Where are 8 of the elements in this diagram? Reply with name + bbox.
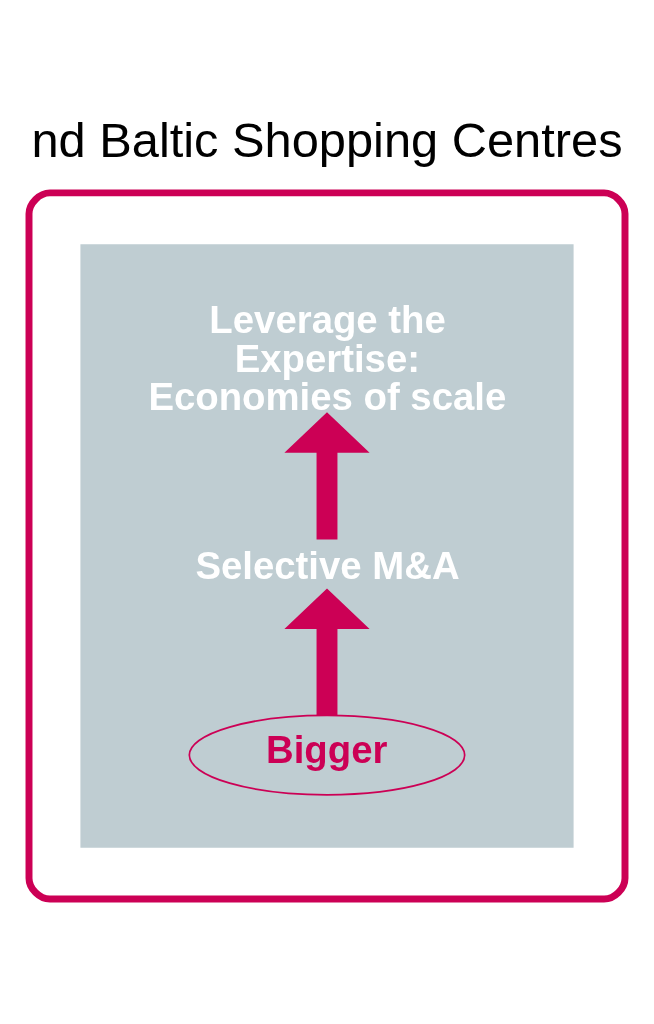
cluster bbox=[80, 244, 574, 848]
diagram-title: nd Baltic Shopping Centres bbox=[31, 112, 623, 167]
arrow bbox=[284, 412, 370, 540]
cluster bbox=[25, 189, 629, 903]
node-text: Leverage the Expertise: Economies of scale bbox=[148, 298, 507, 419]
node-ellipse: Bigger bbox=[188, 714, 466, 796]
node-text: Selective M&A bbox=[195, 544, 460, 588]
arrow bbox=[284, 588, 370, 716]
